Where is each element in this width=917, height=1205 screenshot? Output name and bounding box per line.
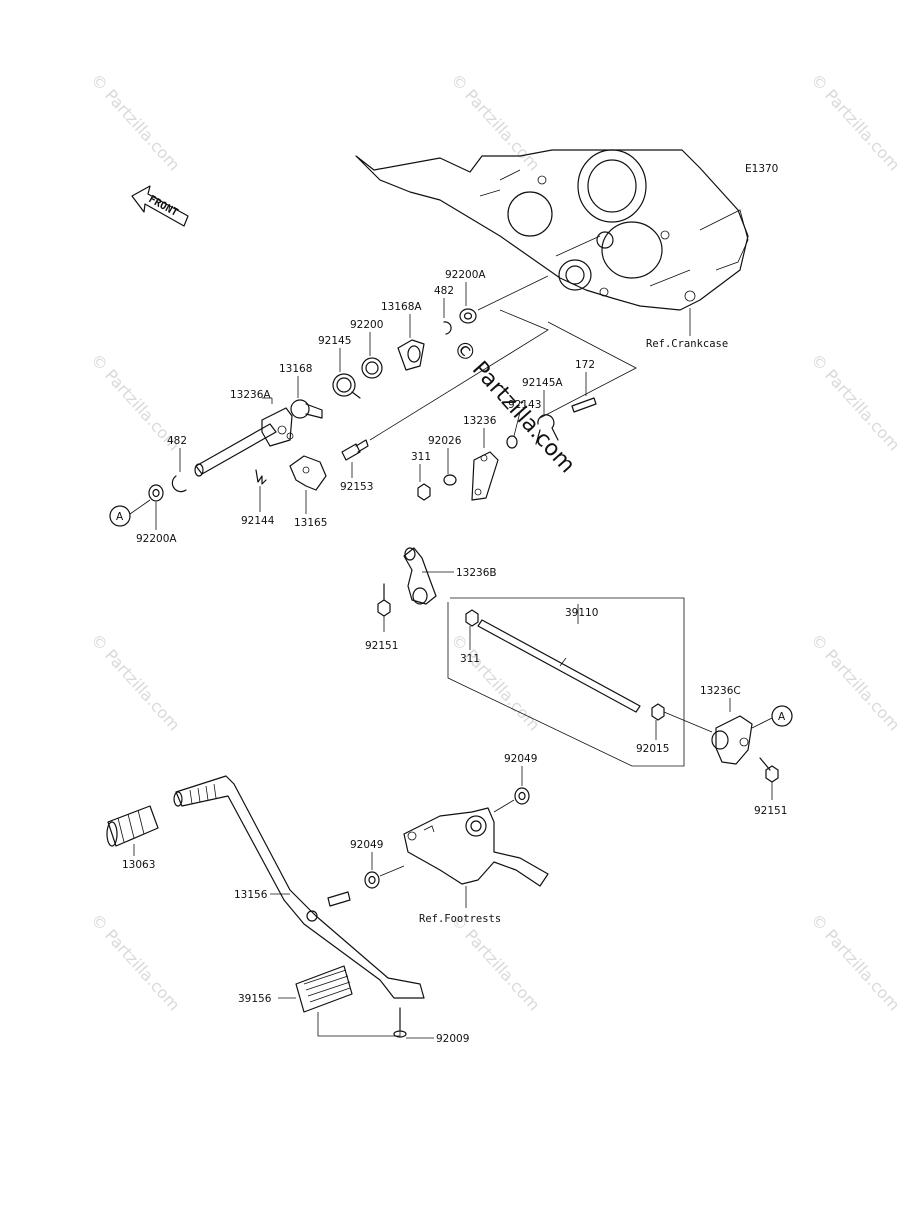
washer-92200A-left: 92200A A xyxy=(109,484,177,545)
label-92200: 92200 xyxy=(350,319,383,331)
watermark: © Partzilla.com xyxy=(87,630,184,734)
shift-pedal-13156: 13156 xyxy=(173,775,425,999)
label-13236C: 13236C xyxy=(700,685,741,697)
spring-92145: 92145 xyxy=(318,335,361,399)
callout-a-left: A xyxy=(116,511,124,523)
washer-92200A-top: 92200A xyxy=(445,269,486,324)
clip-482-top: 482 xyxy=(434,285,454,335)
label-13156: 13156 xyxy=(234,889,268,901)
label-92200A-left: 92200A xyxy=(136,533,177,545)
rubber-13063: 13063 xyxy=(106,805,159,871)
watermark: © Partzilla.com xyxy=(447,70,544,174)
collar-92143: 92143 xyxy=(506,399,541,449)
nut-311-top: 311 xyxy=(411,451,431,501)
label-92015: 92015 xyxy=(636,743,669,755)
label-172: 172 xyxy=(575,359,595,371)
shift-shaft-13236A: 13236A xyxy=(194,389,294,477)
label-92145A: 92145A xyxy=(522,377,563,389)
collar-13168A: 13168A xyxy=(381,301,425,371)
label-92009: 92009 xyxy=(436,1033,469,1045)
nut-311-mid: 311 xyxy=(460,609,480,665)
front-arrow-icon: FRONT xyxy=(131,185,189,227)
label-92049-top: 92049 xyxy=(504,753,537,765)
diagram-code: E1370 xyxy=(745,163,778,175)
watermark: © Partzilla.com xyxy=(807,910,904,1014)
ref-crankcase-label: Ref.Crankcase xyxy=(646,338,728,350)
label-482-left: 482 xyxy=(167,435,187,447)
label-92049-mid: 92049 xyxy=(350,839,383,851)
nut-92015: 92015 xyxy=(636,703,669,755)
spring-92144: 92144 xyxy=(241,469,275,527)
bolt-172: 172 xyxy=(571,359,597,413)
lever-13236B: 13236B xyxy=(403,547,497,605)
label-92143: 92143 xyxy=(508,399,541,411)
bolt-92153: 92153 xyxy=(340,439,373,493)
label-13236A: 13236A xyxy=(230,389,271,401)
label-311-mid: 311 xyxy=(460,653,480,665)
watermark: © Partzilla.com xyxy=(807,350,904,454)
ref-footrests-label: Ref.Footrests xyxy=(419,913,501,925)
label-13165: 13165 xyxy=(294,517,327,529)
label-13063: 13063 xyxy=(122,859,155,871)
bolt-92151-left: 92151 xyxy=(365,583,398,652)
label-92151-left: 92151 xyxy=(365,640,398,652)
label-92153: 92153 xyxy=(340,481,373,493)
footrest-bracket: Ref.Footrests xyxy=(403,807,549,925)
label-13168A: 13168A xyxy=(381,301,422,313)
plate-13165: 13165 xyxy=(289,455,327,529)
label-92151-right: 92151 xyxy=(754,805,787,817)
bolt-92151-right: 92151 xyxy=(754,757,787,817)
lever-13236C: 13236C A xyxy=(700,685,793,765)
callout-a-right: A xyxy=(778,711,786,723)
front-label: FRONT xyxy=(147,193,180,219)
label-39156: 39156 xyxy=(238,993,272,1005)
label-92026: 92026 xyxy=(428,435,462,447)
label-39110: 39110 xyxy=(565,607,598,619)
watermark: © Partzilla.com xyxy=(807,630,904,734)
rod-39110: 39110 xyxy=(477,604,641,713)
label-92145: 92145 xyxy=(318,335,351,347)
watermark: © Partzilla.com xyxy=(87,70,184,174)
label-92144: 92144 xyxy=(241,515,275,527)
collar-92049-top: 92049 xyxy=(493,753,537,813)
washer-92200: 92200 xyxy=(350,319,383,379)
clip-482-left: 482 xyxy=(167,435,187,493)
label-92200A: 92200A xyxy=(445,269,486,281)
plate-13168: 13168 xyxy=(279,363,323,419)
spring-92145A: 92145A xyxy=(522,377,563,445)
washer-92026: 92026 xyxy=(428,435,462,486)
lever-13236: 13236 xyxy=(463,415,499,501)
label-13236: 13236 xyxy=(463,415,497,427)
watermark: © Partzilla.com xyxy=(447,910,544,1014)
collar-92049-mid: 92049 xyxy=(350,839,405,889)
label-13236B: 13236B xyxy=(456,567,497,579)
watermark: © Partzilla.com xyxy=(807,70,904,174)
screw-92009: 92009 xyxy=(393,1007,469,1045)
watermark-tiles: © Partzilla.com © Partzilla.com © Partzi… xyxy=(87,70,904,1014)
label-311: 311 xyxy=(411,451,431,463)
label-13168: 13168 xyxy=(279,363,312,375)
label-482: 482 xyxy=(434,285,454,297)
crankcase: E1370 Ref.Crankcase xyxy=(355,149,778,350)
watermark: © Partzilla.com xyxy=(87,910,184,1014)
